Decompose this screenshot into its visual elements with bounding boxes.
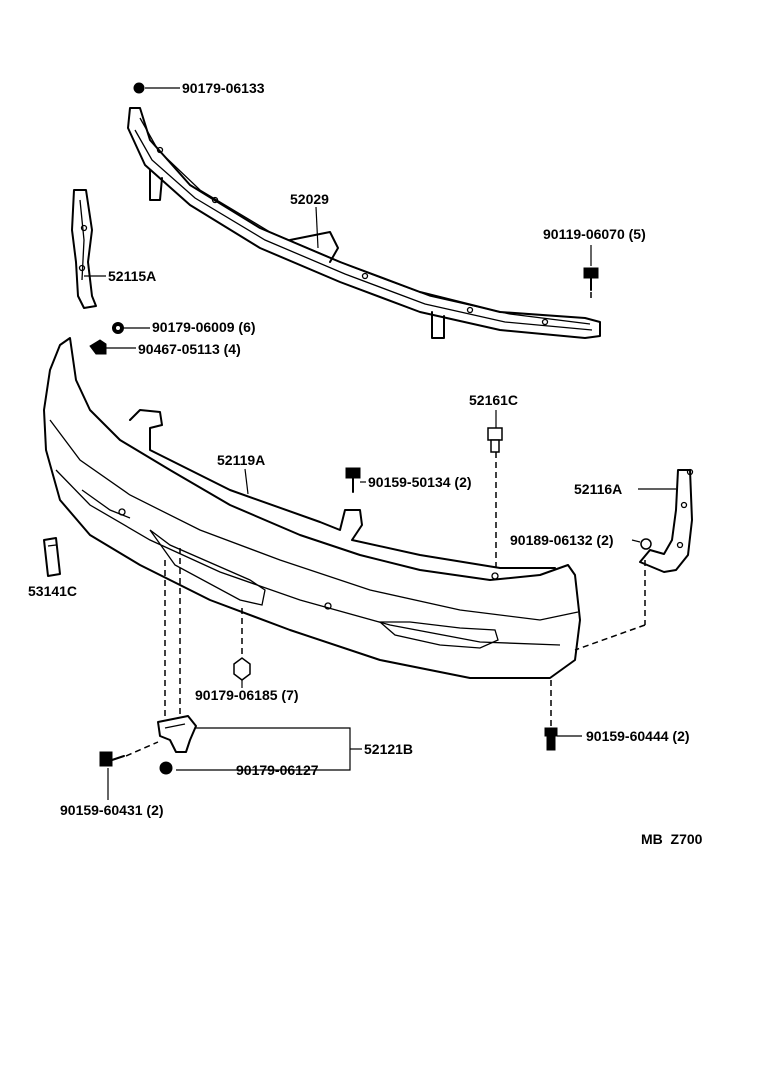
nut-90179-06133[interactable]: [133, 82, 145, 94]
label-90119-06070: 90119-06070 (5): [543, 226, 646, 242]
label-53141c: 53141C: [28, 583, 77, 599]
bolt-90159-50134[interactable]: [345, 467, 361, 493]
label-52119a: 52119A: [217, 452, 265, 468]
nut-90179-06185[interactable]: [233, 657, 251, 681]
label-52115a: 52115A: [108, 268, 156, 284]
reinforcement-52029[interactable]: [127, 107, 601, 339]
label-52116a: 52116A: [574, 481, 622, 497]
label-90467-05113: 90467-05113 (4): [138, 341, 241, 357]
label-52121b: 52121B: [364, 741, 413, 757]
bracket-52115a[interactable]: [71, 189, 97, 309]
label-90159-50134: 90159-50134 (2): [368, 474, 472, 490]
bolt-90159-60431[interactable]: [99, 751, 125, 767]
clip-52161c[interactable]: [487, 427, 503, 453]
assembly-lines: [125, 292, 646, 757]
bolt-90119-06070[interactable]: [583, 267, 599, 291]
label-90189-06132: 90189-06132 (2): [510, 532, 614, 548]
label-90179-06009: 90179-06009 (6): [152, 319, 256, 335]
bolt-90159-60444[interactable]: [544, 727, 558, 751]
bracket-52116a[interactable]: [639, 468, 694, 573]
bracket-53141c[interactable]: [43, 537, 61, 577]
nut-90189-06132[interactable]: [640, 538, 652, 550]
label-90179-06133: 90179-06133: [182, 80, 265, 96]
label-90159-60444: 90159-60444 (2): [586, 728, 690, 744]
label-90179-06127: 90179-06127: [236, 762, 319, 778]
nut-90179-06009[interactable]: [112, 322, 124, 334]
label-90179-06185: 90179-06185 (7): [195, 687, 299, 703]
label-52161c: 52161C: [469, 392, 518, 408]
part-labels: 90179-06133 52029 90119-06070 (5) 52115A…: [28, 80, 703, 847]
bumper-cover-52119a[interactable]: [43, 337, 581, 679]
nut-90179-06127[interactable]: [159, 761, 173, 775]
retainer-52121b[interactable]: [157, 715, 197, 753]
label-52029: 52029: [290, 191, 329, 207]
screw-90467-05113[interactable]: [89, 339, 107, 355]
leader-lines: [84, 87, 676, 800]
diagram-code: MB Z700: [641, 831, 703, 847]
label-90159-60431: 90159-60431 (2): [60, 802, 164, 818]
